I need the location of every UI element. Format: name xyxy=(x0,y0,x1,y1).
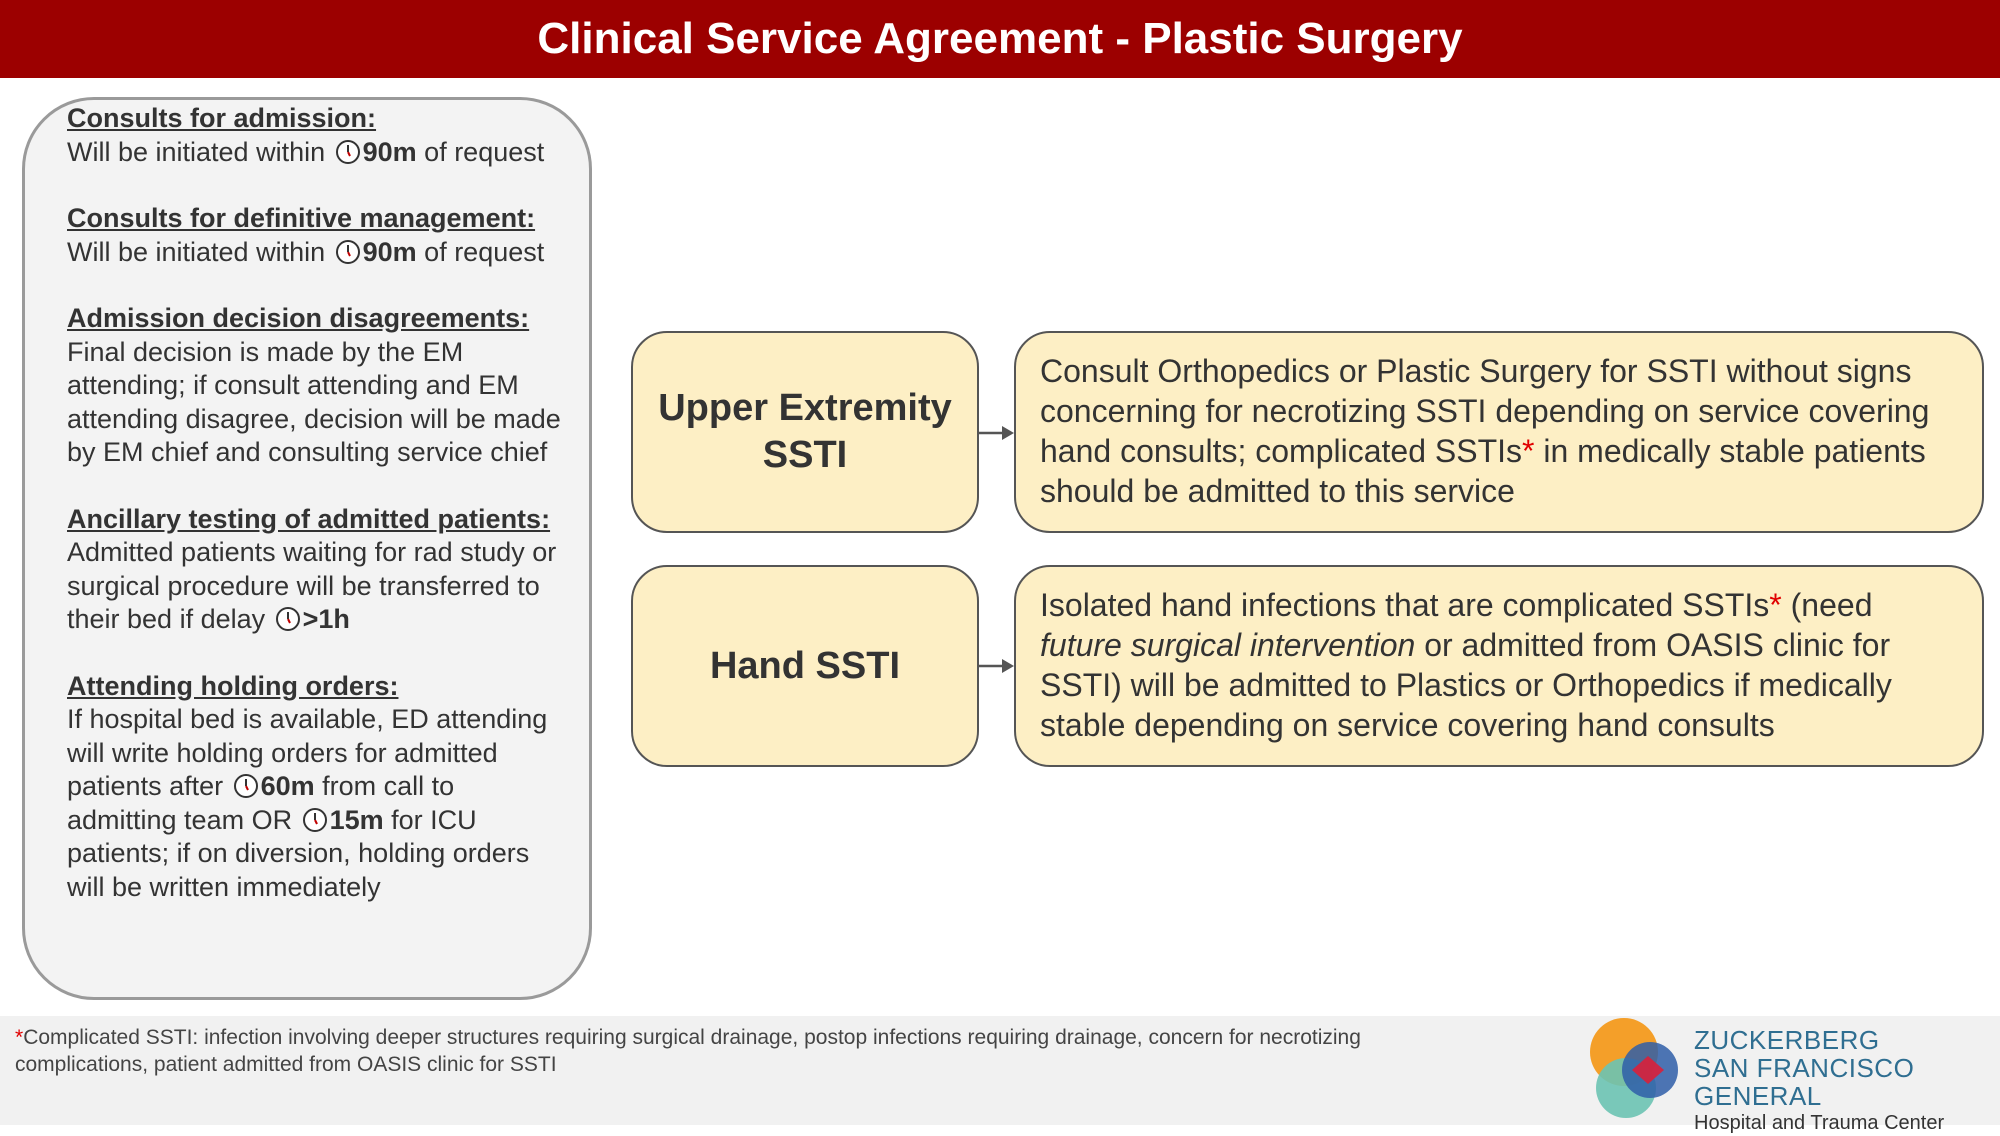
section-title: Consults for definitive management: xyxy=(67,203,536,233)
agreement-terms-content: Consults for admission: Will be initiate… xyxy=(67,102,567,937)
section-title: Attending holding orders: xyxy=(67,670,399,701)
time-value: 60m xyxy=(260,771,315,801)
section-body: Final decision is made by the EM attendi… xyxy=(67,336,561,468)
body-text: for ICU patients; if on diversion, holdi… xyxy=(67,804,530,902)
clock-icon xyxy=(233,774,258,798)
body-text: If hospital bed is available, ED attendi… xyxy=(67,704,548,801)
page-title: Clinical Service Agreement - Plastic Sur… xyxy=(537,14,1463,63)
logo-line: SAN FRANCISCO GENERAL xyxy=(1694,1053,1915,1111)
body-text: Will be initiated within xyxy=(67,236,333,267)
section-consults-definitive: Consults for definitive management: Will… xyxy=(67,202,567,269)
zsfg-logo: ZUCKERBERG SAN FRANCISCO GENERAL Hospita… xyxy=(1582,1016,2000,1134)
footnote: *Complicated SSTI: infection involving d… xyxy=(15,1024,1495,1078)
logo-line: ZUCKERBERG xyxy=(1694,1025,1880,1055)
instruction-text: in medically stable patients should be a… xyxy=(1040,433,1926,509)
body-text: from call to admitting team OR xyxy=(67,771,455,835)
footnote-asterisk: * xyxy=(1522,433,1535,469)
instruction-text: (need xyxy=(1781,587,1873,623)
label-line: Upper Extremity xyxy=(658,387,952,429)
clock-icon xyxy=(302,807,327,832)
upper-extremity-label: Upper Extremity SSTI xyxy=(658,385,952,479)
section-ancillary-testing: Ancillary testing of admitted patients: … xyxy=(67,503,567,637)
agreement-terms-panel: Consults for admission: Will be initiate… xyxy=(22,97,592,1000)
arrow-right-icon xyxy=(978,426,1014,440)
footnote-asterisk: * xyxy=(15,1026,24,1049)
instruction-text-italic: future surgical intervention xyxy=(1040,627,1416,663)
hand-instructions-box: Isolated hand infections that are compli… xyxy=(1014,565,1984,767)
time-value: 90m xyxy=(362,136,417,167)
instruction-text: Consult Orthopedics or Plastic Surgery f… xyxy=(1040,353,1930,469)
section-title: Admission decision disagreements: xyxy=(67,303,530,333)
label-line: SSTI xyxy=(762,434,848,476)
upper-extremity-ssti-box: Upper Extremity SSTI xyxy=(631,331,979,533)
hand-ssti-label: Hand SSTI xyxy=(709,644,901,687)
section-title: Consults for admission: xyxy=(67,103,377,133)
time-value: >1h xyxy=(302,604,350,634)
section-consults-admission: Consults for admission: Will be initiate… xyxy=(67,102,567,169)
logo-text: ZUCKERBERG SAN FRANCISCO GENERAL Hospita… xyxy=(1694,1026,2000,1136)
footnote-text: Complicated SSTI: infection involving de… xyxy=(15,1026,1361,1076)
section-body: If hospital bed is available, ED attendi… xyxy=(67,703,567,904)
section-body: Admitted patients waiting for rad study … xyxy=(67,536,567,637)
logo-subline: Hospital and Trauma Center xyxy=(1694,1112,1945,1134)
footnote-asterisk: * xyxy=(1769,587,1782,623)
instruction-text: Isolated hand infections that are compli… xyxy=(1040,587,1770,623)
time-value: 90m xyxy=(362,236,417,267)
section-admission-disagreements: Admission decision disagreements: Final … xyxy=(67,302,567,470)
body-text: Will be initiated within xyxy=(67,136,333,167)
body-text: Admitted patients waiting for rad study … xyxy=(67,537,557,634)
section-body: Will be initiated within 90m of request xyxy=(67,136,567,170)
clock-icon xyxy=(335,139,360,164)
section-body: Will be initiated within 90m of request xyxy=(67,236,567,270)
hand-ssti-box: Hand SSTI xyxy=(631,565,979,767)
header-bar: Clinical Service Agreement - Plastic Sur… xyxy=(0,0,2000,78)
section-title: Ancillary testing of admitted patients: xyxy=(67,503,551,534)
upper-extremity-instructions-box: Consult Orthopedics or Plastic Surgery f… xyxy=(1014,331,1984,533)
logo-mark-icon xyxy=(1590,1018,1678,1118)
arrow-right-icon xyxy=(978,659,1014,673)
section-holding-orders: Attending holding orders: If hospital be… xyxy=(67,670,567,905)
instruction-text: or admitted from OASIS clinic for SSTI) … xyxy=(1040,627,1892,743)
body-text: of request xyxy=(416,236,545,267)
clock-icon xyxy=(275,607,300,631)
time-value: 15m xyxy=(329,804,384,835)
clock-icon xyxy=(335,239,360,264)
footer: *Complicated SSTI: infection involving d… xyxy=(0,1016,2000,1134)
body-text: of request xyxy=(416,136,545,167)
